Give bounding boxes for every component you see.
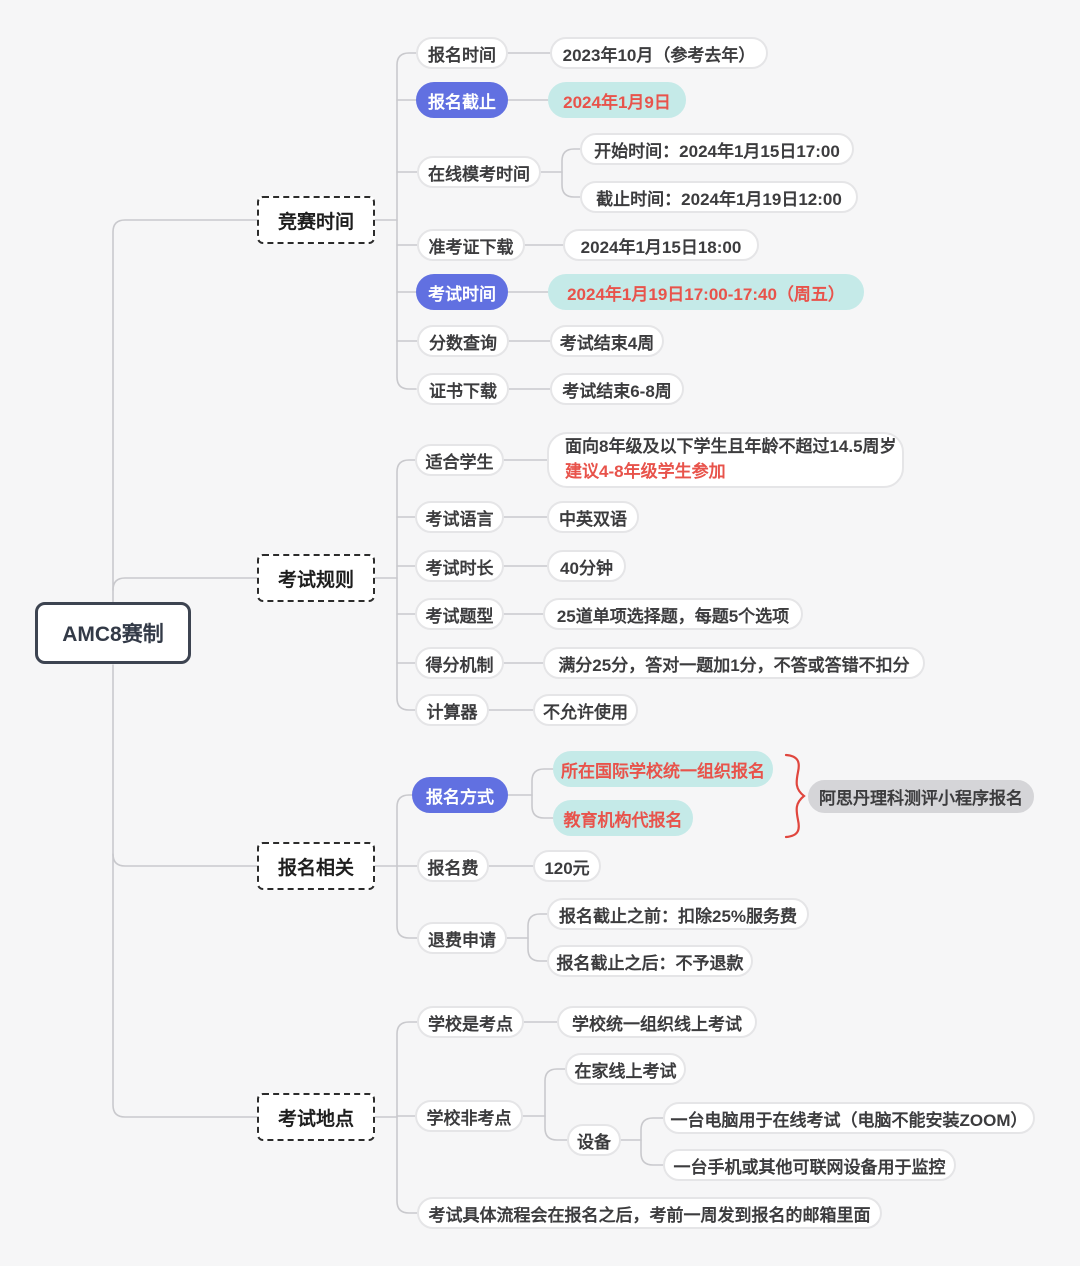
node-registration-time-value[interactable]: 2023年10月（参考去年） [550,37,768,69]
node-refund-application[interactable]: 退费申请 [417,922,507,954]
node-certificate-download-value[interactable]: 考试结束6-8周 [550,373,684,405]
node-refund-before-deadline[interactable]: 报名截止之前：扣除25%服务费 [547,898,809,930]
node-equipment[interactable]: 设备 [567,1124,621,1156]
node-mock-exam-time[interactable]: 在线模考时间 [417,156,541,188]
node-score-query[interactable]: 分数查询 [417,325,509,357]
node-miniprogram-registration[interactable]: 阿思丹理科测评小程序报名 [808,780,1034,813]
node-exam-process-note[interactable]: 考试具体流程会在报名之后，考前一周发到报名的邮箱里面 [417,1197,882,1229]
node-school-is-testcenter[interactable]: 学校是考点 [417,1006,524,1038]
node-question-type[interactable]: 考试题型 [415,598,504,630]
branch-registration[interactable]: 报名相关 [257,842,375,890]
node-home-online-exam[interactable]: 在家线上考试 [565,1053,686,1085]
suitable-students-line2: 建议4-8年级学生参加 [565,462,726,481]
root-node[interactable]: AMC8赛制 [35,602,191,664]
curly-brace [784,753,806,839]
node-exam-duration[interactable]: 考试时长 [415,550,504,582]
suitable-students-line1: 面向8年级及以下学生且年龄不超过14.5周岁 [565,437,897,457]
node-registration-deadline[interactable]: 报名截止 [416,82,508,118]
node-exam-language[interactable]: 考试语言 [415,501,504,533]
branch-exam-rules[interactable]: 考试规则 [257,554,375,602]
node-school-group-registration[interactable]: 所在国际学校统一组织报名 [553,751,773,787]
node-exam-time[interactable]: 考试时间 [416,274,508,310]
node-agency-registration[interactable]: 教育机构代报名 [553,800,693,836]
node-certificate-download[interactable]: 证书下载 [417,373,509,405]
node-calculator-value[interactable]: 不允许使用 [533,694,638,726]
node-registration-time[interactable]: 报名时间 [416,37,508,69]
branch-competition-time[interactable]: 竞赛时间 [257,196,375,244]
node-school-not-testcenter[interactable]: 学校非考点 [415,1100,523,1132]
node-suitable-students-value[interactable]: 面向8年级及以下学生且年龄不超过14.5周岁 建议4-8年级学生参加 [547,432,904,488]
node-equipment-phone[interactable]: 一台手机或其他可联网设备用于监控 [663,1149,956,1181]
node-scoring-mechanism[interactable]: 得分机制 [415,647,504,679]
node-admission-ticket[interactable]: 准考证下载 [417,229,525,261]
node-question-type-value[interactable]: 25道单项选择题，每题5个选项 [543,598,803,630]
node-registration-method[interactable]: 报名方式 [412,777,508,813]
node-registration-fee[interactable]: 报名费 [417,850,489,882]
node-refund-after-deadline[interactable]: 报名截止之后：不予退款 [547,945,753,977]
node-exam-language-value[interactable]: 中英双语 [547,501,639,533]
node-calculator[interactable]: 计算器 [415,694,489,726]
node-exam-duration-value[interactable]: 40分钟 [547,550,626,582]
node-equipment-computer[interactable]: 一台电脑用于在线考试（电脑不能安装ZOOM） [663,1102,1035,1134]
node-registration-fee-value[interactable]: 120元 [533,850,601,882]
node-suitable-students[interactable]: 适合学生 [415,444,504,476]
node-exam-time-value[interactable]: 2024年1月19日17:00-17:40（周五） [548,274,864,310]
node-scoring-mechanism-value[interactable]: 满分25分，答对一题加1分，不答或答错不扣分 [543,647,925,679]
node-score-query-value[interactable]: 考试结束4周 [550,325,664,357]
branch-exam-location[interactable]: 考试地点 [257,1093,375,1141]
node-mock-exam-end[interactable]: 截止时间：2024年1月19日12:00 [580,181,858,213]
node-admission-ticket-value[interactable]: 2024年1月15日18:00 [563,229,759,261]
node-school-is-testcenter-value[interactable]: 学校统一组织线上考试 [557,1006,757,1038]
node-registration-deadline-value[interactable]: 2024年1月9日 [548,82,686,118]
node-mock-exam-start[interactable]: 开始时间：2024年1月15日17:00 [580,133,854,165]
